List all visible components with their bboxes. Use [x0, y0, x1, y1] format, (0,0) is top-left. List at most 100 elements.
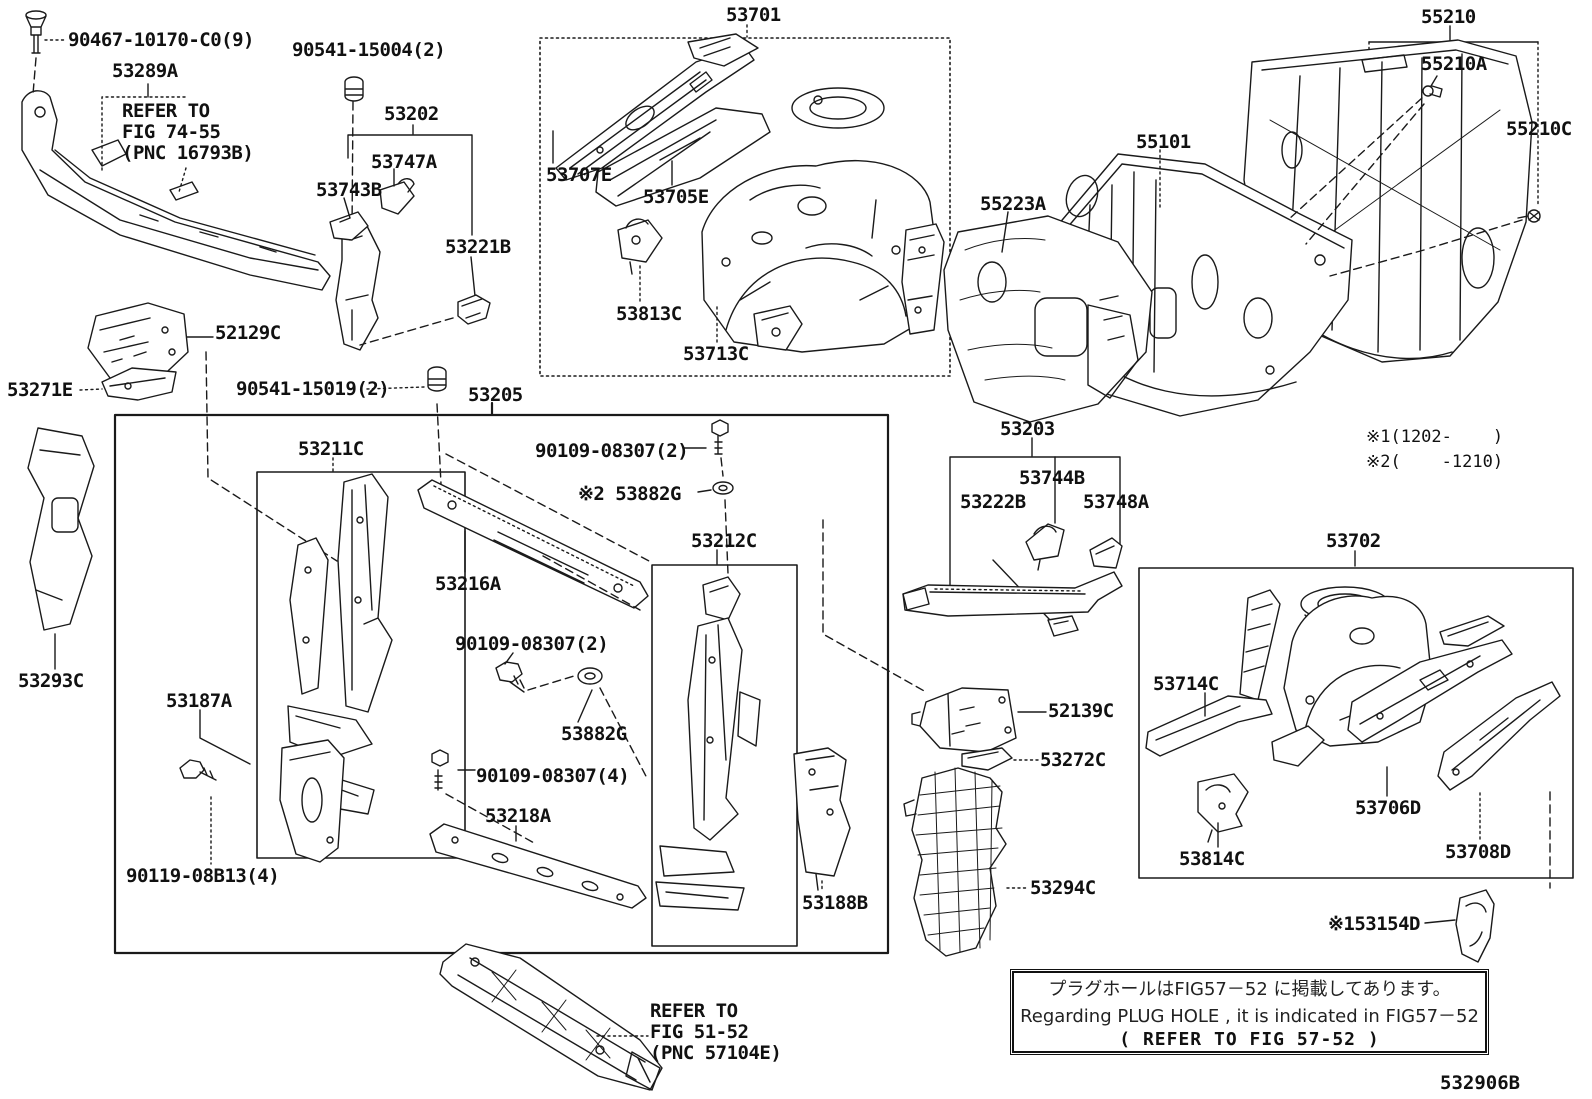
part-label-52139c: 52139C: [1048, 700, 1114, 722]
part-label-55210c: 55210C: [1506, 118, 1572, 140]
part-label-53706d: 53706D: [1355, 797, 1421, 819]
leader-lines: [1001, 149, 1161, 253]
part-label-53705e: 53705E: [643, 186, 709, 208]
clip-53221b-icon: [359, 294, 491, 346]
part-label-53222b: 53222B: [960, 491, 1026, 513]
bolt-90109c-icon: [431, 749, 537, 845]
grommet-90541-15019-icon: [366, 366, 447, 485]
part-53154d-piece: [1424, 791, 1551, 963]
part-53708d-rail: [1437, 681, 1561, 841]
part-label-53202: 53202: [384, 103, 439, 125]
clip-90467-icon: [25, 10, 67, 95]
part-53702-mid-bracket: [1271, 725, 1325, 767]
part-label-53218a: 53218A: [485, 805, 551, 827]
part-53203-rail: [902, 571, 1123, 637]
leader-dash-53216a: [542, 555, 641, 611]
part-label-53271e: 53271E: [7, 379, 73, 401]
part-53216a-crossmember: [417, 479, 649, 609]
part-label-53813c: 53813C: [616, 303, 682, 325]
note-line-japanese: プラグホールはFIG57－52 に掲載してあります。: [1048, 978, 1451, 1000]
part-label-53748a: 53748A: [1083, 491, 1149, 513]
part-label-53154d: ※153154D: [1328, 913, 1421, 935]
note-line-refer: ( REFER TO FIG 57-52 ): [1119, 1028, 1380, 1050]
part-label-53747a: 53747A: [371, 151, 437, 173]
part-label-53882g-star: ※2 53882G: [578, 483, 681, 505]
plug-hole-note-box: プラグホールはFIG57－52 に掲載してあります。 Regarding PLU…: [1010, 969, 1489, 1055]
part-label-53294c: 53294C: [1030, 877, 1096, 899]
part-label-55223a: 55223A: [980, 193, 1046, 215]
part-label-53701: 53701: [726, 4, 781, 26]
part-57104e-truss: [439, 943, 663, 1091]
part-label-53744b: 53744B: [1019, 467, 1085, 489]
part-52129c-bracket: [87, 302, 338, 562]
part-label-55210: 55210: [1421, 6, 1476, 28]
part-label-53188b: 53188B: [802, 892, 868, 914]
part-53218a-bar: [429, 823, 647, 909]
part-label-53707e: 53707E: [546, 164, 612, 186]
part-label-53814c: 53814C: [1179, 848, 1245, 870]
part-53289a-support: [21, 90, 331, 291]
bolt-90109b-icon: [495, 652, 575, 693]
part-label-53708d: 53708D: [1445, 841, 1511, 863]
part-label-53211c: 53211C: [298, 438, 364, 460]
part-53705e-member: [595, 107, 771, 207]
part-53702-top-right-piece: [1439, 615, 1505, 647]
bolt-90119-icon: [179, 759, 217, 865]
grommet-90541-15004-icon: [344, 76, 364, 231]
part-label-53187a: 53187A: [166, 690, 232, 712]
part-label-53293c: 53293C: [18, 670, 84, 692]
part-53294c-cowl-side: [903, 767, 1029, 957]
part-label-refer-fig-74-55: REFER TO FIG 74-55 (PNC 16793B): [122, 100, 254, 164]
part-53202-brace: [329, 168, 415, 351]
group-box-53211c: [256, 457, 466, 859]
part-53701-dish: [791, 87, 885, 129]
part-label-53203: 53203: [1000, 418, 1055, 440]
part-53748a-bracket: [1089, 537, 1123, 569]
nut-53882g-icon: [577, 667, 649, 781]
part-label-90541-15019: 90541-15019(2): [236, 378, 390, 400]
part-label-note-1202: ※1(1202- ): [1366, 427, 1504, 447]
part-label-90109-08307-2b: 90109-08307(2): [455, 633, 609, 655]
part-53271e-bracket: [79, 367, 177, 401]
bolt-90109a-icon: [683, 419, 729, 477]
part-label-90119-08b13: 90119-08B13(4): [126, 865, 280, 887]
part-label-53713c: 53713C: [683, 343, 749, 365]
group-box-53702: [1138, 550, 1574, 879]
part-label-52129c: 52129C: [215, 322, 281, 344]
part-53814c-bracket: [1197, 773, 1249, 848]
group-bracket-53202: [347, 124, 476, 297]
part-label-90109-08307-4: 90109-08307(4): [476, 765, 630, 787]
part-52139c-bracket: [911, 687, 1047, 753]
diagram-code: 532906B: [1440, 1072, 1521, 1094]
part-53293c-strip: [27, 427, 95, 670]
part-label-53289a: 53289A: [112, 60, 178, 82]
part-label-55101: 55101: [1136, 131, 1191, 153]
part-53701-top-bracket: [687, 33, 759, 67]
part-label-53702: 53702: [1326, 530, 1381, 552]
part-53706d-rail: [1347, 639, 1513, 797]
part-label-53212c: 53212C: [691, 530, 757, 552]
part-label-90467-10170-c0: 90467-10170-C0(9): [68, 29, 254, 51]
part-53701-right-strip: [901, 223, 945, 335]
part-53187a-plate: [199, 709, 345, 863]
part-label-53221b: 53221B: [445, 236, 511, 258]
part-55223a-insulator: [943, 215, 1153, 423]
part-label-55210a: 55210A: [1421, 53, 1487, 75]
part-53188b-bracket: [793, 747, 851, 893]
group-box-53701: [539, 24, 951, 377]
part-label-refer-fig-51-52: REFER TO FIG 51-52 (PNC 57104E): [650, 1000, 782, 1064]
part-53713c-bracket: [716, 305, 803, 351]
part-53212c-pillars: [655, 576, 761, 911]
part-53744b-bracket: [1025, 523, 1065, 571]
screw-55210a-icon: [1287, 75, 1443, 245]
part-label-90109-08307-2a: 90109-08307(2): [535, 440, 689, 462]
part-label-note-1210: ※2( -1210): [1366, 452, 1504, 472]
screw-55210c-icon: [1329, 209, 1541, 277]
part-label-53272c: 53272C: [1040, 749, 1106, 771]
part-label-90541-15004: 90541-15004(2): [292, 39, 446, 61]
part-label-53882g: 53882G: [561, 723, 627, 745]
part-53813c-bracket: [617, 218, 663, 303]
part-label-53216a: 53216A: [435, 573, 501, 595]
